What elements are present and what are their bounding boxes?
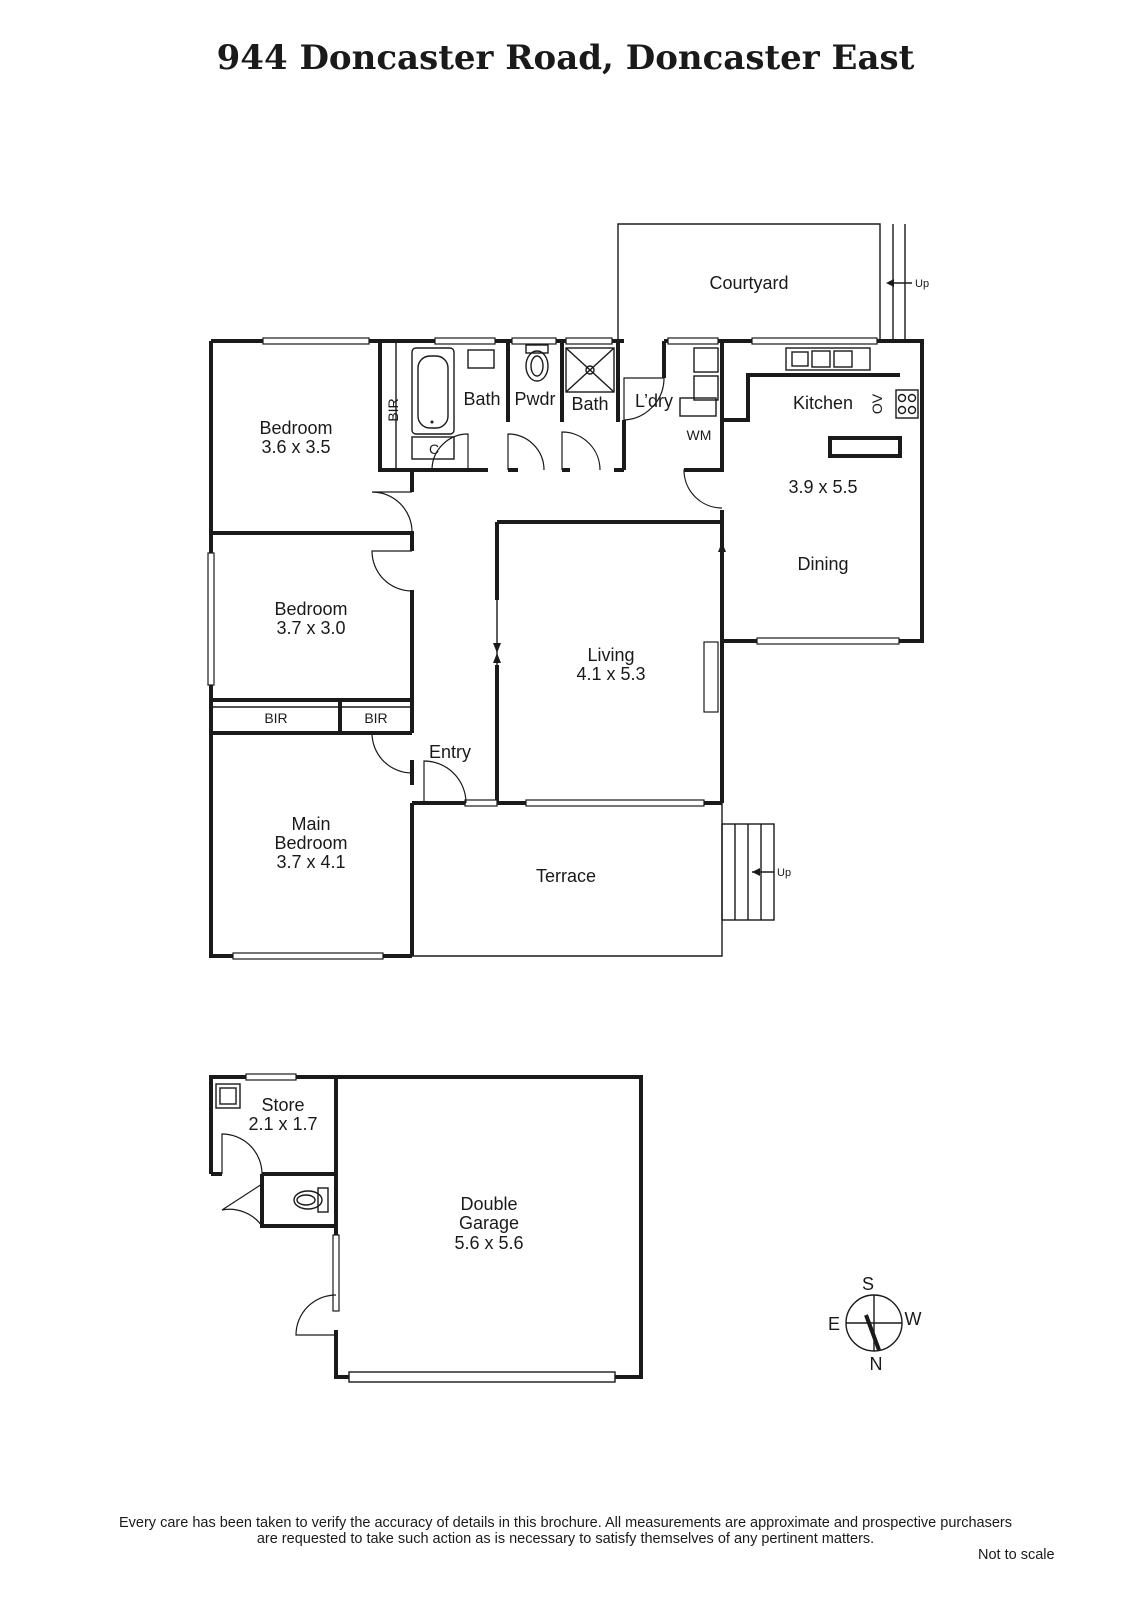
hot-water-unit-icon: [215, 1083, 241, 1109]
toilet-icon: [293, 1190, 323, 1210]
courtyard: Courtyard Up: [617, 223, 929, 340]
kitchen-label: Kitchen: [793, 393, 853, 413]
bath1-label: Bath: [463, 389, 500, 409]
main-bedroom-dims: 3.7 x 4.1: [276, 852, 345, 872]
living-dims: 4.1 x 5.3: [576, 664, 645, 684]
robes: BIR BIR BIR: [211, 341, 412, 733]
powder-label: Pwdr: [514, 389, 555, 409]
entry-label: Entry: [429, 742, 471, 762]
bedroom1-dims: 3.6 x 3.5: [261, 437, 330, 457]
terrace-up-label: Up: [777, 867, 791, 879]
main-bedroom-line2: Bedroom: [274, 833, 347, 853]
kitchen-fixtures: OV: [785, 347, 919, 419]
room-labels: Bedroom 3.6 x 3.5 Bath Pwdr Bath L’dry W…: [259, 389, 857, 872]
compass-south: S: [862, 1274, 874, 1294]
laundry-trough-icon: [693, 347, 719, 373]
shower-icon: [565, 347, 615, 393]
bath-fixtures: C: [411, 344, 719, 460]
cupboard-box: [411, 436, 455, 460]
compass-west: W: [905, 1309, 922, 1329]
kitchen-dining-dims: 3.9 x 5.5: [788, 477, 857, 497]
not-to-scale-label: Not to scale: [978, 1547, 1055, 1563]
bedroom1-bir-label: BIR: [385, 398, 401, 421]
bath2-label: Bath: [571, 394, 608, 414]
windows: [207, 337, 900, 960]
store-dims: 2.1 x 1.7: [248, 1114, 317, 1134]
disclaimer-line2: are requested to take such action as is …: [256, 1531, 875, 1547]
disclaimer: Every care has been taken to verify the …: [0, 1515, 1131, 1547]
living-name: Living: [587, 645, 634, 665]
laundry-label: L’dry: [635, 391, 673, 411]
bedroom2-dims: 3.7 x 3.0: [276, 618, 345, 638]
compass-east: E: [828, 1314, 840, 1334]
main-bedroom-line1: Main: [291, 814, 330, 834]
garage-line1: Double: [460, 1194, 517, 1214]
store-name: Store: [261, 1095, 304, 1115]
garage-building: Store 2.1 x 1.7 Double Garage 5.6 x 5.6: [209, 1073, 643, 1383]
courtyard-label: Courtyard: [709, 273, 788, 293]
courtyard-up-label: Up: [915, 278, 929, 290]
door-swings: [371, 377, 723, 804]
toilet-icon: [525, 350, 549, 382]
sink-icon: [785, 347, 871, 371]
compass-north: N: [870, 1354, 883, 1374]
vanity-icon: [467, 349, 495, 369]
bathtub-icon: [411, 347, 455, 435]
washer-icon: [693, 375, 719, 401]
dining-label: Dining: [797, 554, 848, 574]
sliding-doors: [493, 542, 726, 665]
bedroom1-name: Bedroom: [259, 418, 332, 438]
main-bedroom-bir-label: BIR: [364, 710, 387, 726]
toilet-cistern-icon: [317, 1187, 329, 1213]
cooktop-icon: [895, 389, 919, 419]
toilet-cistern-icon: [525, 344, 549, 354]
garage-dims: 5.6 x 5.6: [454, 1233, 523, 1253]
terrace: Up Terrace: [412, 803, 791, 957]
garage-line2: Garage: [459, 1213, 519, 1233]
cupboard-label: C: [429, 441, 439, 457]
bedroom2-bir-label: BIR: [264, 710, 287, 726]
terrace-label: Terrace: [536, 866, 596, 886]
oven-label: OV: [869, 393, 885, 414]
plan-title: 944 Doncaster Road, Doncaster East: [216, 38, 915, 78]
compass-icon: S E W N: [828, 1274, 922, 1374]
washing-machine-label: WM: [687, 427, 712, 443]
bedroom2-name: Bedroom: [274, 599, 347, 619]
disclaimer-line1: Every care has been taken to verify the …: [118, 1515, 1012, 1531]
